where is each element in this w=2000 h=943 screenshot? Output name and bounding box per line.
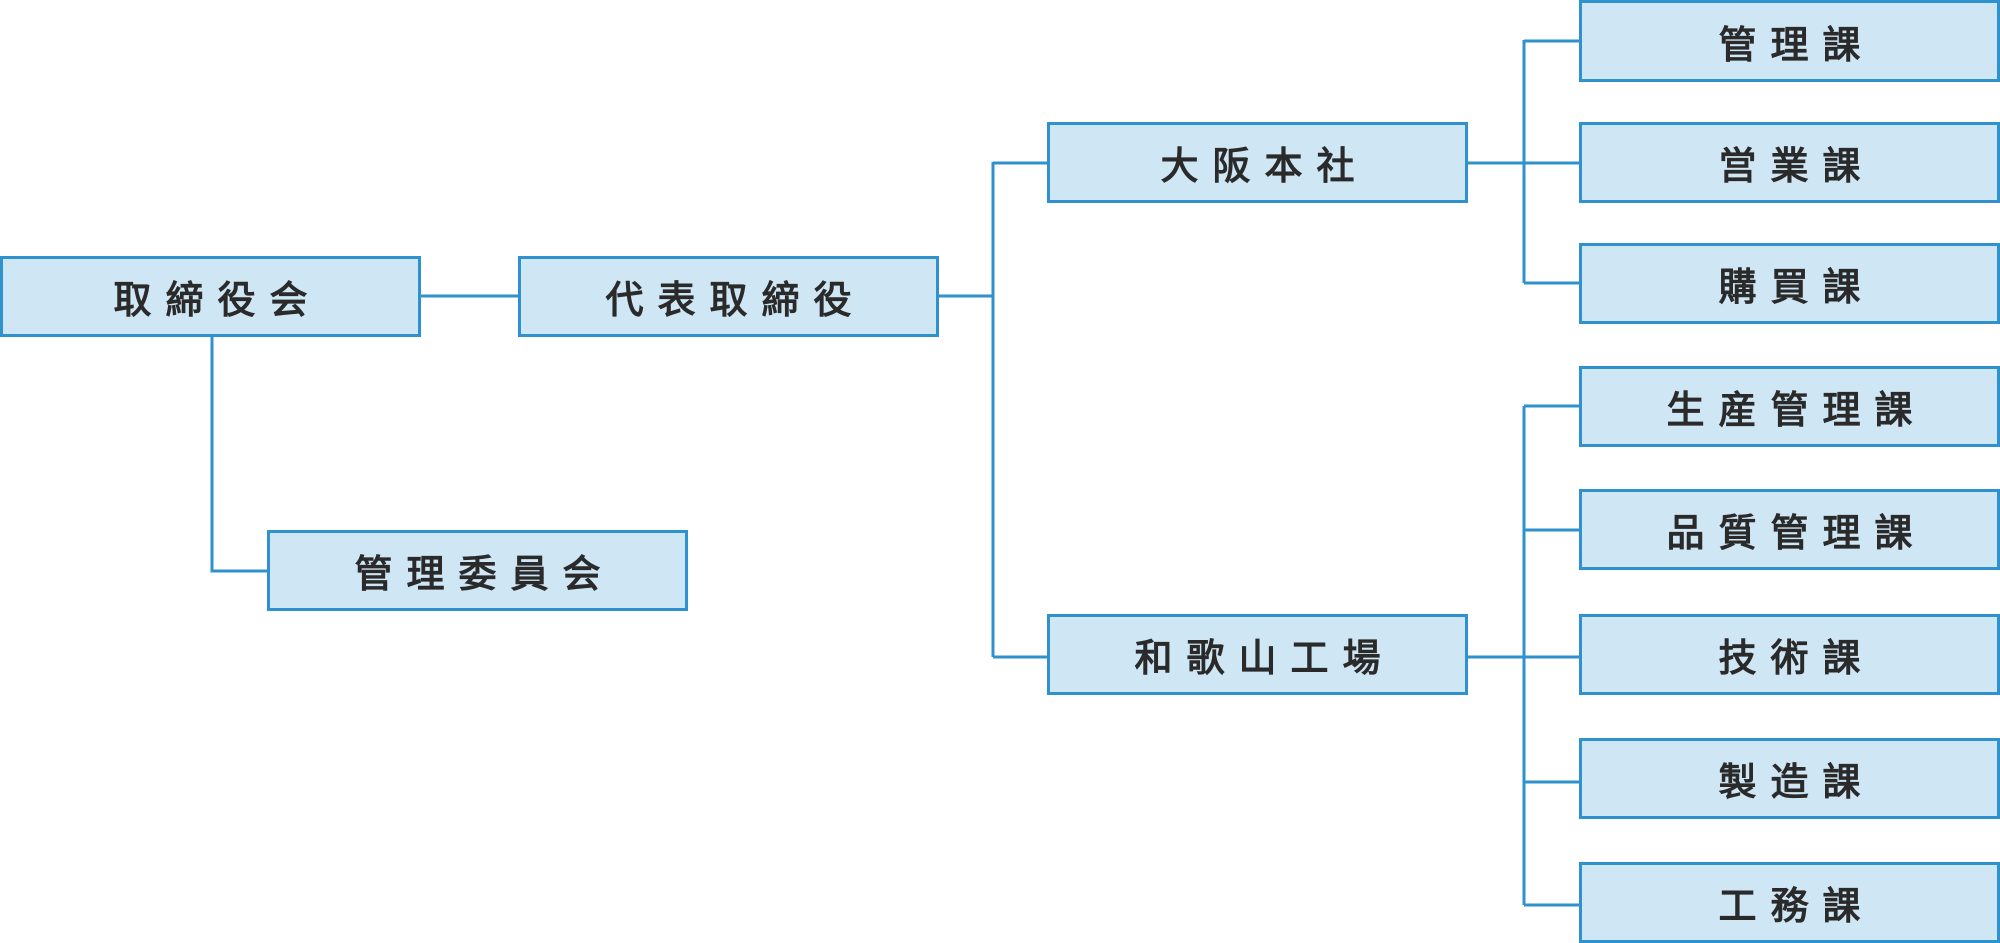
node-wakayama-section: 生産管理課: [1579, 366, 2000, 447]
node-wakayama-section: 製造課: [1579, 738, 2000, 819]
node-management-committee: 管理委員会: [267, 530, 688, 611]
node-wakayama-section: 技術課: [1579, 614, 2000, 695]
node-wakayama-section: 品質管理課: [1579, 489, 2000, 570]
node-osaka-hq: 大阪本社: [1047, 122, 1468, 203]
node-osaka-section: 管理課: [1579, 0, 2000, 82]
node-board: 取締役会: [0, 256, 421, 337]
node-osaka-section: 営業課: [1579, 122, 2000, 203]
connector-board-committee: [210, 337, 268, 573]
node-wakayama-section: 工務課: [1579, 862, 2000, 943]
node-osaka-section: 購買課: [1579, 243, 2000, 324]
node-wakayama-factory: 和歌山工場: [1047, 614, 1468, 695]
node-president: 代表取締役: [518, 256, 939, 337]
